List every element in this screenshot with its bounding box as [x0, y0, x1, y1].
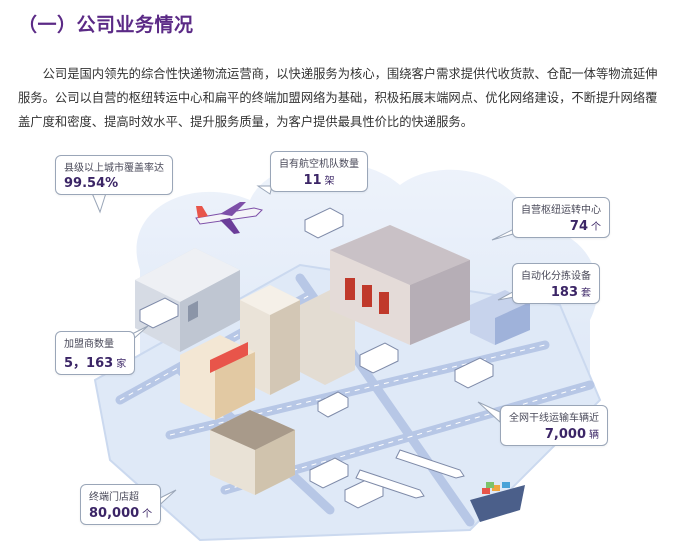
trucks-unit: 辆 [589, 430, 599, 441]
warehouse-left [135, 248, 240, 352]
stores-label: 终端门店超 [89, 492, 139, 503]
franchisees-value: 5，163 [64, 356, 114, 371]
hub-center [330, 225, 470, 345]
truck-icon [139, 207, 494, 509]
aircraft-value: 11 [303, 173, 322, 188]
aircraft-unit: 架 [324, 176, 335, 187]
parked-plane-icon [355, 449, 465, 499]
sorting-unit: 套 [581, 288, 591, 299]
hubs-value: 74 [569, 219, 588, 234]
tail-coverage [91, 192, 107, 214]
coverage-value: 99.54% [64, 176, 119, 191]
storefront [180, 335, 255, 420]
section-title: （一）公司业务情况 [18, 14, 194, 36]
trucks-value: 7,000 [544, 427, 586, 442]
aircraft-label: 自有航空机队数量 [279, 159, 359, 170]
trucks-label: 全网干线运输车辆近 [509, 413, 599, 424]
cargo-ship-icon [470, 482, 525, 522]
hubs-unit: 个 [591, 222, 601, 233]
sorting-label: 自动化分拣设备 [521, 271, 591, 282]
stores-unit: 个 [142, 509, 153, 520]
logistics-illustration [91, 162, 602, 542]
franchisees-unit: 家 [116, 359, 127, 370]
coverage-label: 县级以上城市覆盖率达 [64, 163, 164, 174]
sorting-equipment [470, 290, 530, 345]
hubs-label: 自营枢纽运转中心 [521, 205, 601, 216]
stores-value: 80,000 [89, 506, 140, 521]
airplane-icon [195, 202, 263, 234]
intro-paragraph: 公司是国内领先的综合性快递物流运营商，以快递服务为核心，围绕客户需求提供代收货款… [18, 67, 658, 129]
delivery-store [210, 410, 295, 495]
franchisees-label: 加盟商数量 [64, 339, 114, 350]
sorting-value: 183 [550, 285, 578, 300]
coverage-callout: 县级以上城市覆盖率达 99.54% [55, 155, 173, 195]
